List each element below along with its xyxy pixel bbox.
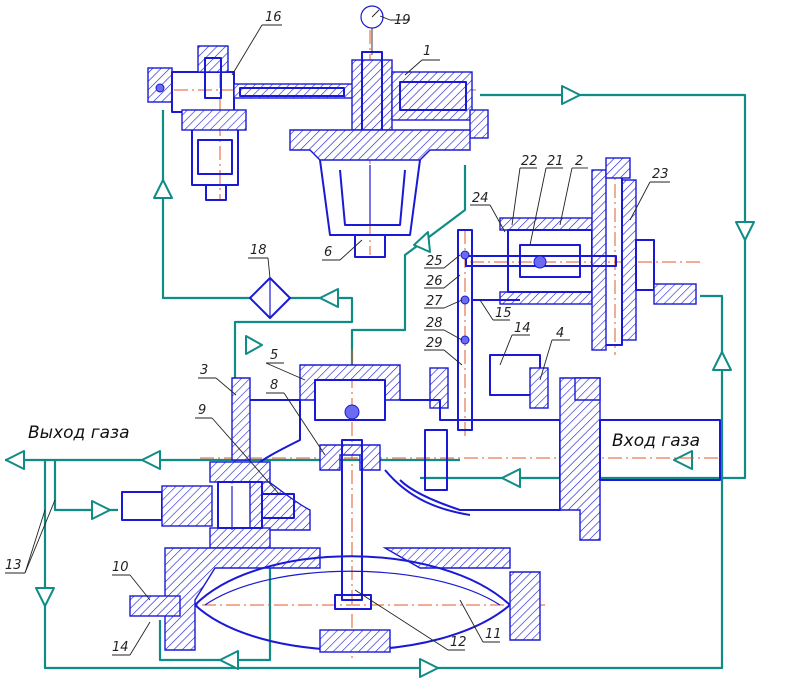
part-label-10: 10 (112, 560, 129, 575)
part-label-19: 19 (394, 13, 411, 28)
part-label-12: 12 (450, 635, 467, 650)
part-label-9: 9 (198, 403, 206, 418)
pilot-1 (289, 51, 489, 258)
filter-18 (249, 277, 291, 319)
arrow-right-branch (91, 500, 111, 520)
flow-arrows (5, 85, 755, 678)
part-label-8: 8 (270, 378, 278, 393)
arrow-left-right-pilot (673, 450, 693, 470)
part-label-1: 1 (423, 44, 431, 59)
part-label-17: 16 (265, 10, 282, 25)
part-label-24: 24 (472, 191, 489, 206)
part-label-29: 29 (426, 336, 443, 351)
part-label-25: 25 (426, 254, 443, 269)
part-label-6: 6 (324, 245, 332, 260)
part-label-13: 13 (5, 558, 22, 573)
arrow-left-outlet (141, 450, 161, 470)
part-label-5: 5 (270, 348, 278, 363)
arrow-down-right (735, 221, 755, 241)
arrow-up-left (153, 179, 173, 199)
arrow-right-top (561, 85, 581, 105)
part-label-22: 23 (652, 167, 669, 182)
arrow-right-mid (245, 335, 263, 355)
right-pilot (465, 157, 697, 351)
part-label-26: 26 (426, 274, 443, 289)
arrow-right-bottom (419, 658, 439, 678)
part-label-14: 14 (112, 640, 129, 655)
part-label-4: 4 (556, 326, 564, 341)
leader-lines (5, 15, 670, 656)
main-valve-body (231, 364, 721, 601)
part-label-27: 27 (426, 294, 443, 309)
part-label-3: 3 (200, 363, 208, 378)
part-label-23: 22 (521, 154, 538, 169)
part-label-28: 28 (426, 316, 443, 331)
part-label-16: 15 (495, 306, 512, 321)
diaphragm-actuator (129, 547, 541, 653)
arrow-left-bottom (219, 650, 239, 670)
arrow-up-right (712, 351, 732, 371)
part-label-18: 18 (250, 243, 267, 258)
part-label-11: 11 (485, 627, 502, 642)
arrow-down-left (35, 587, 55, 607)
manometer-19 (360, 5, 384, 55)
side-valve-9 (121, 461, 295, 549)
part-label-15: 14 (514, 321, 531, 336)
part-numbers: 16 19 1 6 22 21 2 23 24 18 25 26 27 15 2… (5, 10, 669, 655)
arrow-left-inlet (501, 468, 521, 488)
arrow-up-valve (413, 231, 431, 253)
linkage-25-29 (429, 229, 549, 431)
part-label-2: 2 (575, 154, 583, 169)
gas-inlet-label: Вход газа (612, 431, 700, 451)
arrow-left-end (5, 450, 25, 470)
part-label-21: 21 (547, 154, 564, 169)
arrow-left-filter (319, 288, 339, 308)
gas-outlet-label: Выход газа (28, 423, 130, 443)
pilot-17 (147, 45, 355, 201)
